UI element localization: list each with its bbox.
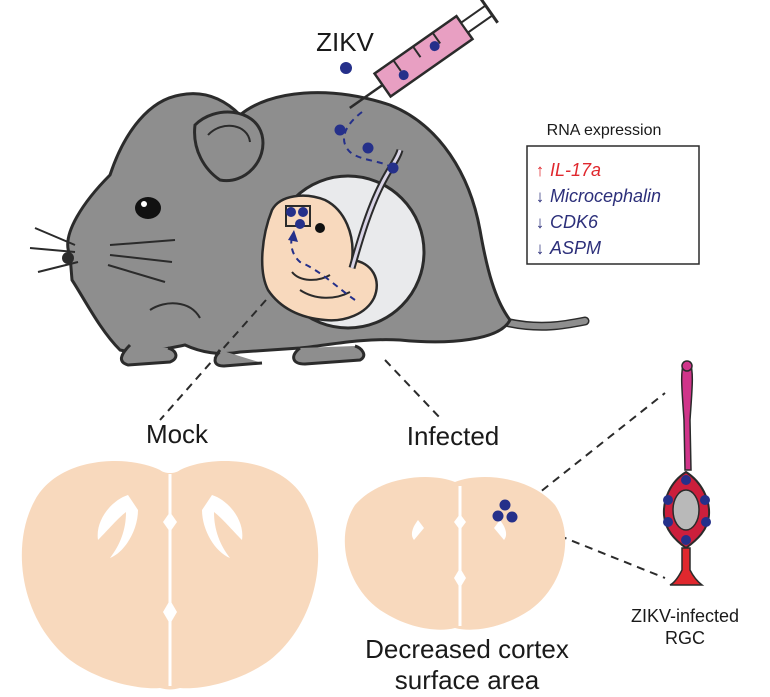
outcome-label-line2: surface area <box>395 665 540 695</box>
rgc-virus <box>663 475 711 545</box>
mouse-eye <box>135 197 161 219</box>
zikv-label: ZIKV <box>316 27 374 57</box>
zikv-infected-rgc <box>662 360 711 586</box>
virus-particles <box>286 62 399 229</box>
rgc-label-line2: RGC <box>665 628 705 648</box>
mock-ventricle-right <box>202 495 243 558</box>
mouse-whiskers <box>29 227 176 283</box>
rna-gene-0: IL-17a <box>550 160 601 180</box>
rna-arrow-3: ↓ <box>536 239 545 258</box>
infected-brain <box>344 477 566 630</box>
infected-brain-virus <box>492 499 518 523</box>
rna-arrow-1: ↓ <box>536 187 545 206</box>
mouse-hind-paw <box>292 344 366 366</box>
embryo-eye <box>315 223 325 233</box>
rgc-label-line1: ZIKV-infected <box>631 606 739 626</box>
mouse-ear <box>193 110 265 183</box>
rgc-nucleus <box>672 489 700 531</box>
mock-label: Mock <box>146 419 209 449</box>
rna-arrow-2: ↓ <box>536 213 545 232</box>
outcome-label-line1: Decreased cortex <box>365 634 569 664</box>
rna-expression-panel: RNA expression ↑ IL-17a ↓ Microcephalin ↓ CDK… <box>526 122 700 265</box>
infected-label: Infected <box>407 421 500 451</box>
injection-path <box>343 111 396 171</box>
mouse-nose <box>62 252 74 264</box>
rna-gene-1: Microcephalin <box>550 186 661 206</box>
mock-ventricle-left <box>97 495 138 558</box>
rgc-basal-process <box>669 547 705 586</box>
mock-brain <box>21 461 319 690</box>
rna-arrow-0: ↑ <box>536 161 545 180</box>
rna-box-title: RNA expression <box>547 122 662 139</box>
rgc-apical-process <box>680 361 694 471</box>
syringe <box>349 0 499 109</box>
rna-gene-3: ASPM <box>549 238 601 258</box>
zoom-lines <box>159 299 666 579</box>
mouse-front-paw <box>120 343 178 367</box>
rna-gene-2: CDK6 <box>550 212 599 232</box>
uterus-window <box>260 148 426 330</box>
